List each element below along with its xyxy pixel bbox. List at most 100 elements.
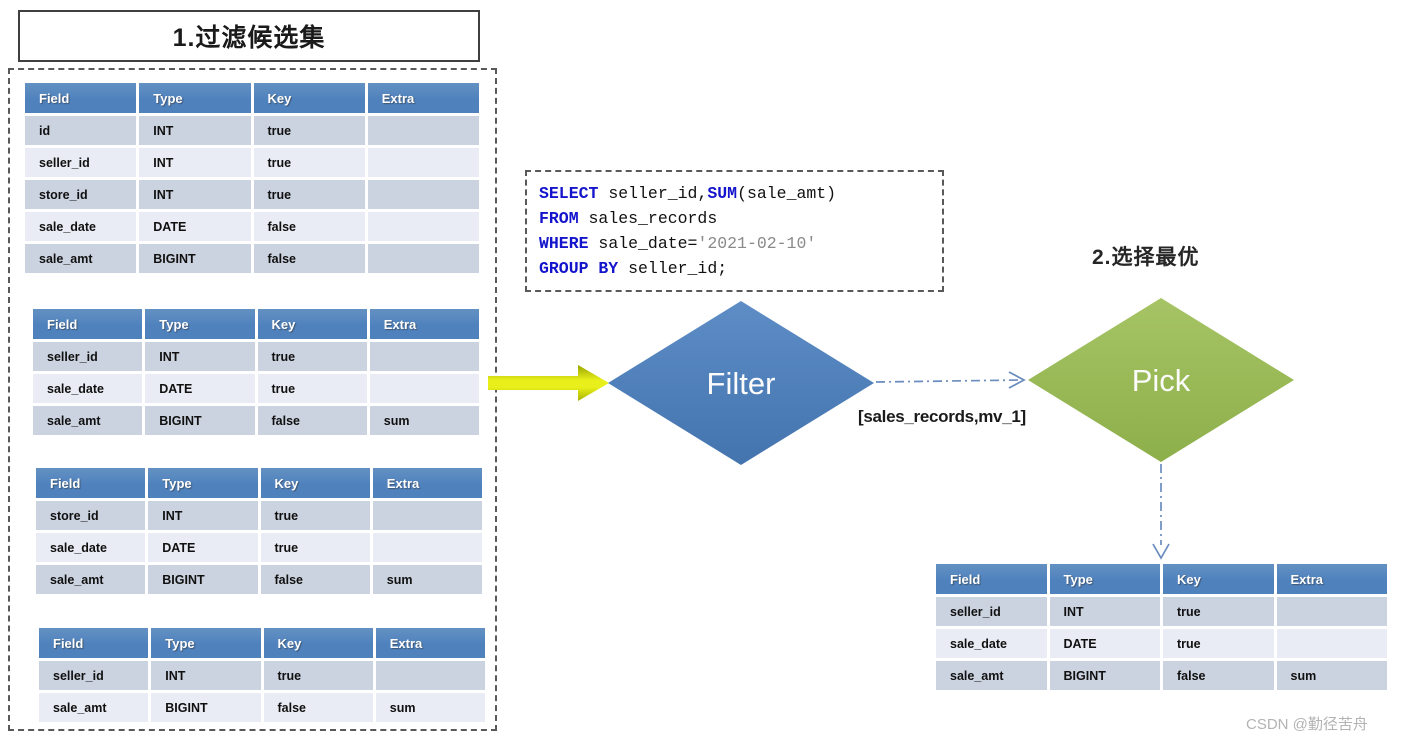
sql-token-kw: SELECT	[539, 184, 599, 203]
sql-token-plain: seller_id;	[618, 259, 728, 278]
column-header: Type	[139, 83, 251, 113]
cell	[367, 116, 479, 145]
cell	[1276, 629, 1387, 658]
pick-label: Pick	[1132, 363, 1191, 398]
sql-line: GROUP BY seller_id;	[539, 256, 930, 281]
cell: seller_id	[39, 661, 149, 690]
cell: DATE	[145, 374, 255, 403]
cell: true	[260, 533, 370, 562]
cell: sum	[1276, 661, 1387, 690]
column-header: Extra	[372, 468, 482, 498]
cell: BIGINT	[139, 244, 251, 273]
sql-token-kw: GROUP BY	[539, 259, 619, 278]
cell: sale_amt	[25, 244, 137, 273]
sql-token-plain: (sale_amt)	[737, 184, 837, 203]
column-header: Type	[148, 468, 258, 498]
column-header: Key	[1163, 564, 1274, 594]
column-header: Key	[257, 309, 367, 339]
column-header: Key	[263, 628, 373, 658]
sql-token-plain: seller_id,	[598, 184, 708, 203]
cell: DATE	[148, 533, 258, 562]
input-arrow-icon	[488, 365, 609, 401]
sql-line: FROM sales_records	[539, 206, 930, 231]
connector-arrowhead-right-icon	[1008, 371, 1026, 389]
filter-label: Filter	[707, 366, 776, 401]
cell: INT	[148, 501, 258, 530]
cell: true	[253, 180, 365, 209]
cell: true	[1163, 597, 1274, 626]
cell: INT	[1049, 597, 1160, 626]
cell: true	[257, 374, 367, 403]
edge-label: [sales_records,mv_1]	[858, 407, 1026, 426]
column-header: Field	[33, 309, 143, 339]
cell: false	[1163, 661, 1274, 690]
filter-diamond	[608, 301, 874, 465]
cell: true	[257, 342, 367, 371]
cell: sale_amt	[39, 693, 149, 722]
sql-token-kw: WHERE	[539, 234, 589, 253]
cell	[369, 374, 479, 403]
cell: false	[253, 244, 365, 273]
cell: DATE	[1049, 629, 1160, 658]
cell: sale_date	[33, 374, 143, 403]
sql-token-plain: sale_date=	[588, 234, 698, 253]
cell: INT	[139, 180, 251, 209]
cell: true	[1163, 629, 1274, 658]
cell: BIGINT	[148, 565, 258, 594]
cell: seller_id	[25, 148, 137, 177]
cell: sum	[369, 406, 479, 435]
sql-token-kw: SUM	[707, 184, 738, 203]
column-header: Key	[260, 468, 370, 498]
cell: BIGINT	[1049, 661, 1160, 690]
cell: false	[253, 212, 365, 241]
column-header: Field	[25, 83, 137, 113]
cell: INT	[139, 116, 251, 145]
cell: BIGINT	[145, 406, 255, 435]
column-header: Extra	[367, 83, 479, 113]
step1-title-box: 1.过滤候选集	[18, 10, 480, 62]
column-header: Field	[39, 628, 149, 658]
cell	[372, 533, 482, 562]
connector-arrowhead-down-icon	[1152, 543, 1170, 560]
cell	[1276, 597, 1387, 626]
cell: id	[25, 116, 137, 145]
cell: true	[253, 148, 365, 177]
step2-title-label: 2.选择最优	[1092, 246, 1200, 269]
cell: INT	[151, 661, 261, 690]
cell: false	[263, 693, 373, 722]
cell	[375, 661, 485, 690]
cell	[372, 501, 482, 530]
cell	[367, 212, 479, 241]
step1-title-label: 1.过滤候选集	[172, 24, 326, 52]
cell: sale_amt	[936, 661, 1047, 690]
cell: store_id	[25, 180, 137, 209]
column-header: Extra	[369, 309, 479, 339]
filter-to-pick-connector	[875, 379, 1023, 383]
column-header: Extra	[1276, 564, 1387, 594]
column-header: Type	[1049, 564, 1160, 594]
cell: true	[260, 501, 370, 530]
cell: seller_id	[936, 597, 1047, 626]
column-header: Field	[36, 468, 146, 498]
cell: sale_amt	[33, 406, 143, 435]
column-header: Key	[253, 83, 365, 113]
pick-diamond	[1028, 298, 1294, 462]
column-header: Extra	[375, 628, 485, 658]
